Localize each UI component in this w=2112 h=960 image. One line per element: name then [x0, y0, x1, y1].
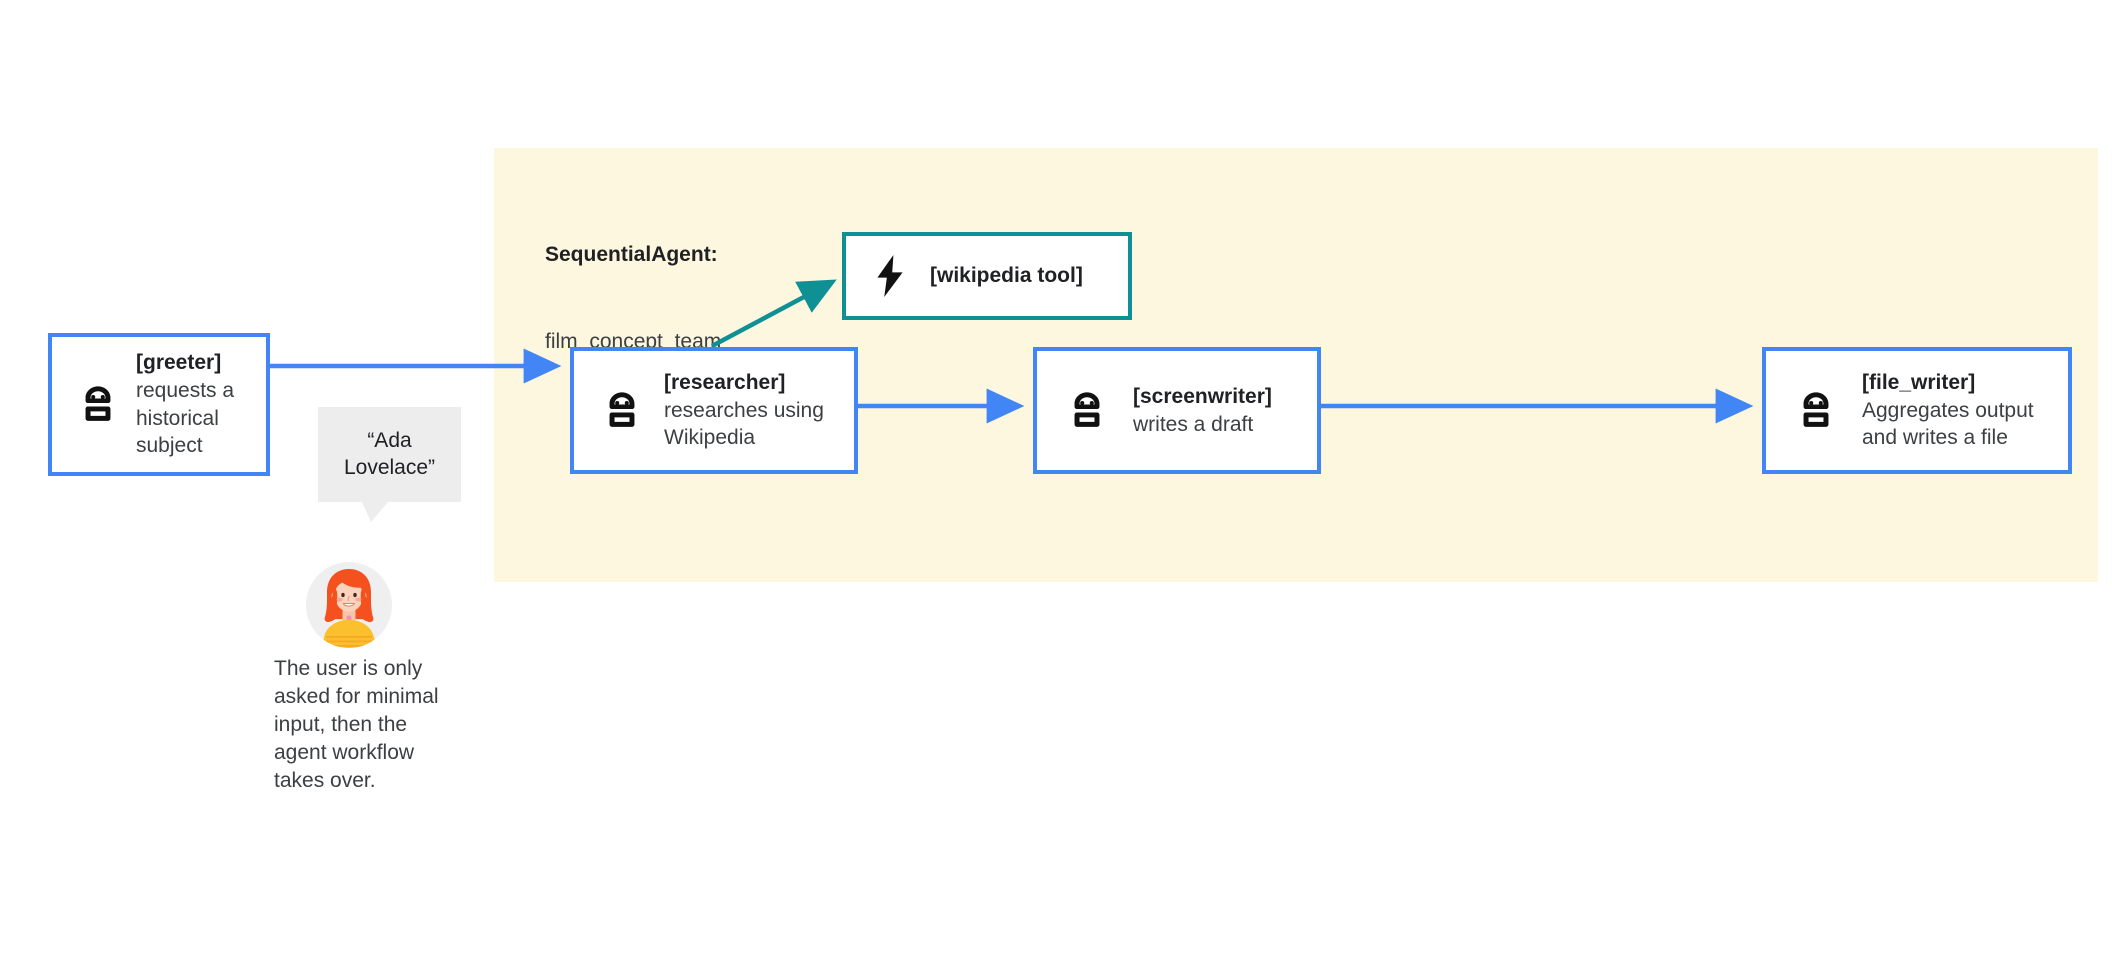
node-wikipedia-tool-labels: [wikipedia tool] — [930, 262, 1128, 290]
node-screenwriter-labels: [screenwriter] writes a draft — [1133, 383, 1317, 438]
robot-icon — [1788, 388, 1844, 434]
node-researcher-labels: [researcher] researches using Wikipedia — [664, 369, 854, 452]
node-researcher[interactable]: [researcher] researches using Wikipedia — [570, 347, 858, 474]
node-file-writer[interactable]: [file_writer] Aggregates output and writ… — [1762, 347, 2072, 474]
user-speech-bubble: “Ada Lovelace” — [318, 407, 461, 502]
robot-icon — [1059, 388, 1115, 434]
node-researcher-name: [researcher] — [664, 370, 786, 394]
node-screenwriter-description: writes a draft — [1133, 412, 1254, 436]
node-file-writer-description: Aggregates output and writes a file — [1862, 398, 2034, 450]
node-greeter[interactable]: [greeter] requests a historical subject — [48, 333, 270, 476]
node-wikipedia-tool-name: [wikipedia tool] — [930, 264, 1083, 288]
node-researcher-description: researches using Wikipedia — [664, 398, 824, 450]
user-speech-bubble-tail — [362, 502, 388, 522]
node-greeter-description: requests a historical subject — [136, 378, 235, 458]
node-greeter-name: [greeter] — [136, 351, 222, 375]
user-caption: The user is only asked for minimal input… — [274, 657, 439, 792]
robot-icon — [594, 388, 650, 434]
sequential-agent-title: SequentialAgent: — [545, 242, 718, 266]
lightning-bolt-icon — [868, 255, 912, 297]
user-speech-bubble-text: “Ada Lovelace” — [343, 428, 436, 479]
node-greeter-labels: [greeter] requests a historical subject — [136, 349, 266, 460]
node-wikipedia-tool[interactable]: [wikipedia tool] — [842, 232, 1132, 320]
robot-icon — [70, 382, 126, 428]
node-file-writer-name: [file_writer] — [1862, 370, 1976, 394]
user-avatar — [306, 562, 392, 648]
node-screenwriter[interactable]: [screenwriter] writes a draft — [1033, 347, 1321, 474]
node-screenwriter-name: [screenwriter] — [1133, 384, 1272, 408]
node-file-writer-labels: [file_writer] Aggregates output and writ… — [1862, 369, 2068, 452]
